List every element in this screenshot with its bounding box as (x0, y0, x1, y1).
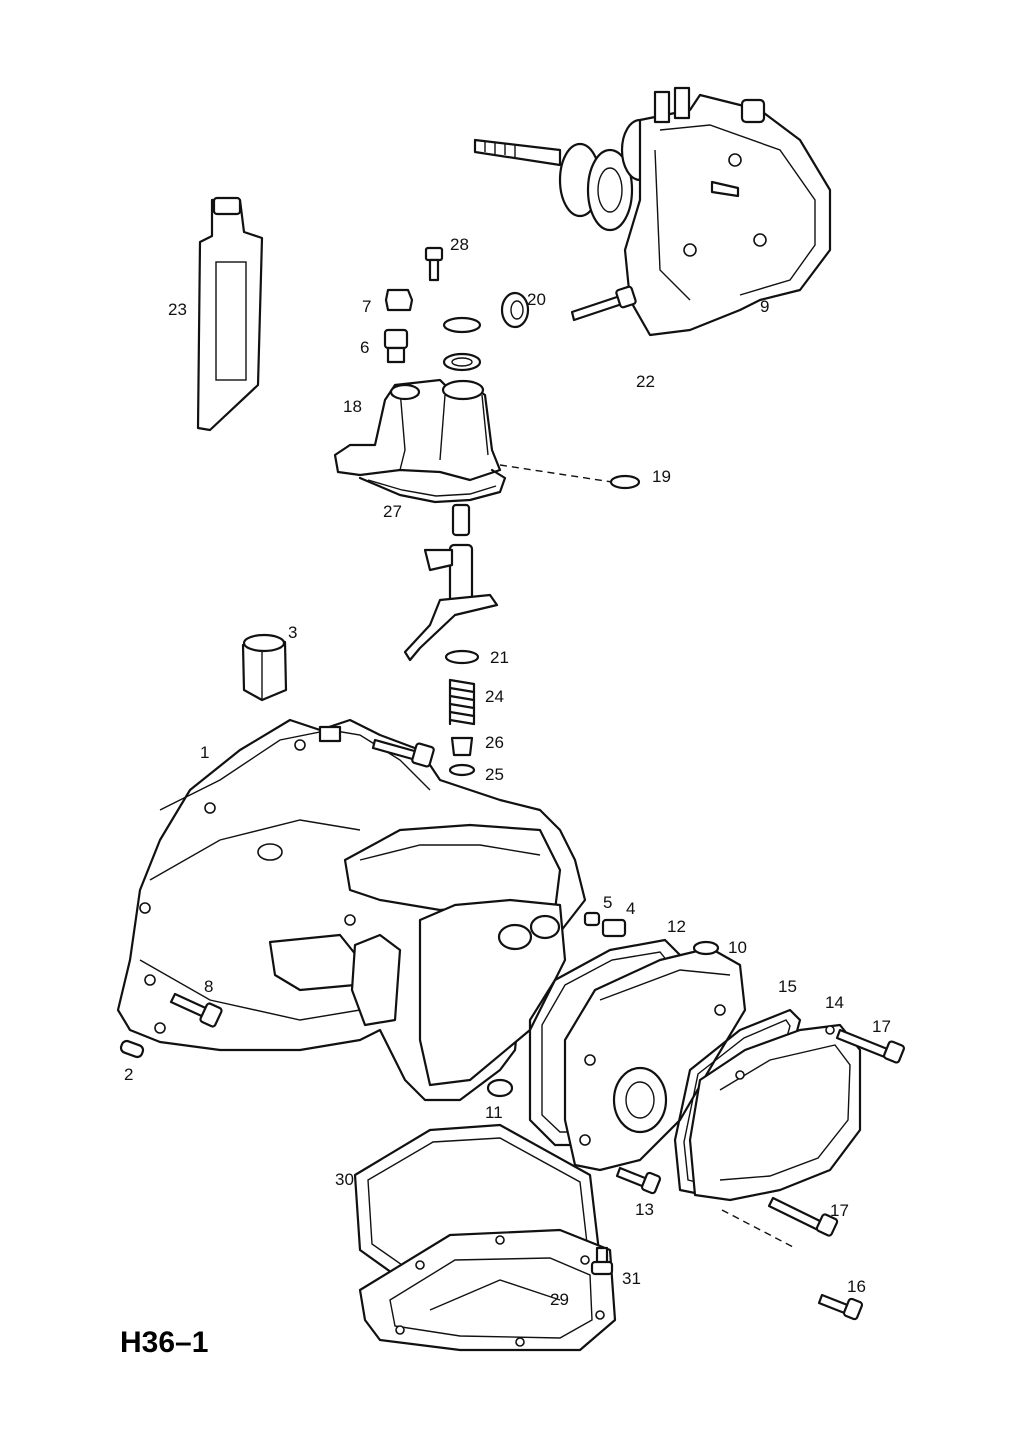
callout-label: 20 (527, 290, 546, 309)
bush-3 (241, 633, 288, 702)
breather-6 (383, 328, 409, 364)
housing-bolt (371, 738, 435, 768)
callout-label: 16 (847, 1277, 866, 1296)
bolt-13 (615, 1166, 662, 1195)
callout-label: 28 (450, 235, 469, 254)
sealant-tube (196, 196, 264, 432)
callout-label: 27 (383, 502, 402, 521)
selector-shaft (403, 503, 499, 662)
callout-label: 8 (204, 977, 213, 996)
spring-24 (448, 678, 476, 726)
callout-label: 12 (667, 917, 686, 936)
callout-label: 19 (652, 467, 671, 486)
end-housing-10 (563, 940, 747, 1172)
callout-label: 29 (550, 1290, 569, 1309)
plug-11 (486, 1078, 514, 1098)
cap-7 (384, 288, 414, 312)
washer-19 (609, 474, 641, 490)
callout-label: 6 (360, 338, 369, 357)
bolt-31 (590, 1246, 614, 1276)
transmission-housing (116, 718, 587, 1102)
cup-26 (450, 736, 474, 757)
callout-label: 1 (200, 743, 209, 762)
pin-5 (583, 911, 601, 927)
callout-label: 10 (728, 938, 747, 957)
oil-pan-29 (358, 1228, 617, 1352)
callout-label: 3 (288, 623, 297, 642)
callout-label: 14 (825, 993, 844, 1012)
washer-21 (444, 649, 480, 665)
bolt-8 (169, 992, 223, 1028)
callout-label: 17 (830, 1201, 849, 1220)
callout-label: 30 (335, 1170, 354, 1189)
end-cover-14 (688, 1023, 862, 1202)
bolt-17-lower (767, 1196, 839, 1237)
callout-label: 25 (485, 765, 504, 784)
callout-label: 22 (636, 372, 655, 391)
callout-label: 23 (168, 300, 187, 319)
callout-label: 15 (778, 977, 797, 996)
seal-ring (442, 352, 482, 372)
callout-label: 7 (362, 297, 371, 316)
bolt-16 (817, 1293, 864, 1321)
bolt-28 (424, 246, 444, 282)
callout-label: 21 (490, 648, 509, 667)
callout-label: 13 (635, 1200, 654, 1219)
cover-gasket (358, 468, 507, 504)
callout-label: 18 (343, 397, 362, 416)
bolt-17-upper (835, 1028, 905, 1064)
oil-seal-20 (500, 291, 530, 329)
gearbox-assembly (473, 86, 832, 337)
callout-label: 5 (603, 893, 612, 912)
dowel-2 (119, 1039, 145, 1059)
plug-disc (442, 316, 482, 334)
selector-cover (333, 378, 502, 482)
callout-label: 9 (760, 297, 769, 316)
shoulder-bolt-22 (570, 285, 637, 322)
callout-label: 2 (124, 1065, 133, 1084)
diagram-id: H36–1 (120, 1326, 208, 1359)
callout-label: 17 (872, 1017, 891, 1036)
circlip-25 (448, 763, 476, 777)
plug-4 (601, 918, 627, 938)
callout-label: 4 (626, 899, 635, 918)
callout-label: 24 (485, 687, 504, 706)
callout-label: 11 (485, 1103, 503, 1122)
callout-label: 31 (622, 1269, 641, 1288)
callout-label: 26 (485, 733, 504, 752)
